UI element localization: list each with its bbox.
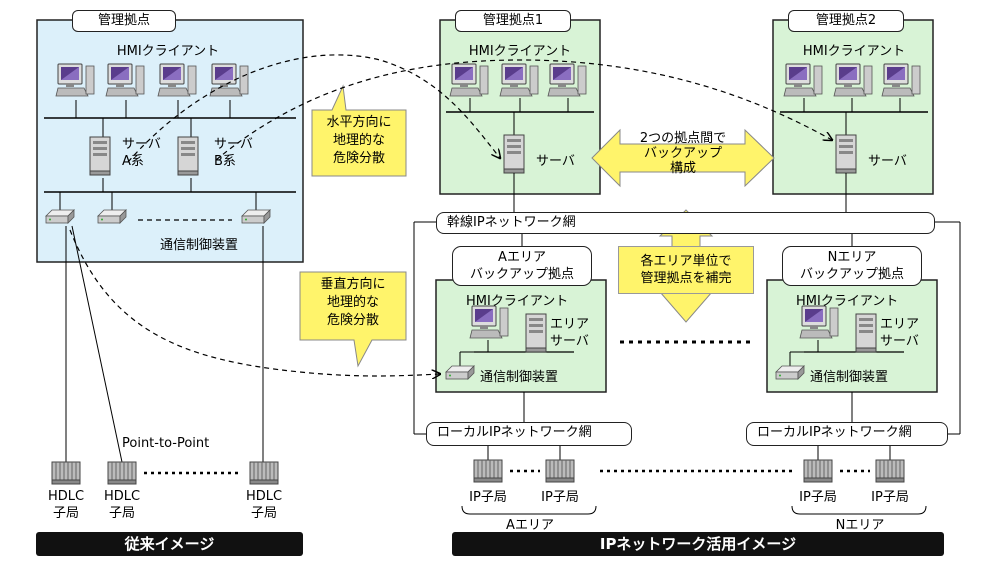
site1-hmi-label: HMIクライアント (468, 44, 572, 59)
backbone-network: 幹線IPネットワーク網 (436, 212, 935, 234)
ip-station-label-2: IP子局 (541, 490, 579, 505)
p2p-label: Point-to-Point (122, 436, 210, 451)
area-n-title: Nエリア バックアップ拠点 (782, 246, 922, 286)
area-a-server-label: エリア サーバ (550, 317, 590, 349)
site1-server-label: サーバ (536, 154, 575, 169)
area-n-comm-label: 通信制御装置 (810, 370, 889, 385)
hdlc-station-label-2: HDLC 子局 (103, 489, 141, 521)
local-network-n: ローカルIPネットワーク網 (746, 422, 948, 446)
hdlc-station-label-1: HDLC 子局 (47, 489, 85, 521)
ip-station-label-3: IP子局 (799, 490, 837, 505)
area-n-hmi-label: HMIクライアント (796, 294, 899, 309)
ip-caption: IPネットワーク活用イメージ (452, 532, 944, 556)
hdlc-station-label-3: HDLC 子局 (245, 489, 283, 521)
area-a-comm-label: 通信制御装置 (480, 370, 559, 385)
legacy-server-b-label: サーバ B系 (214, 137, 253, 169)
ip-site2-label: 管理拠点2 (788, 10, 904, 32)
area-n-server-label: エリア サーバ (880, 317, 920, 349)
ip-site1-label: 管理拠点1 (455, 10, 571, 32)
legacy-caption: 従来イメージ (36, 532, 303, 556)
local-network-a: ローカルIPネットワーク網 (426, 422, 632, 446)
site2-server-label: サーバ (868, 154, 907, 169)
legacy-site-label: 管理拠点 (72, 10, 176, 32)
ip-station-label-4: IP子局 (871, 490, 909, 505)
legacy-comm-label: 通信制御装置 (160, 238, 239, 253)
legacy-hmi-label: HMIクライアント (116, 44, 220, 59)
backup-note: 2つの拠点間で バックアップ 構成 (639, 131, 727, 176)
area-a-name: Aエリア (506, 518, 554, 533)
ip-station-label-1: IP子局 (469, 490, 507, 505)
area-a-title: Aエリア バックアップ拠点 (452, 246, 592, 286)
area-a-hmi-label: HMIクライアント (466, 294, 569, 309)
area-n-name: Nエリア (835, 518, 885, 533)
legacy-server-a-label: サーバ A系 (122, 137, 161, 169)
vertical-dispersion-callout: 垂直方向に 地理的な 危険分散 (320, 277, 386, 328)
site2-hmi-label: HMIクライアント (802, 44, 906, 59)
complement-note: 各エリア単位で 管理拠点を補完 (618, 246, 754, 294)
horizontal-dispersion-callout: 水平方向に 地理的な 危険分散 (326, 115, 392, 166)
